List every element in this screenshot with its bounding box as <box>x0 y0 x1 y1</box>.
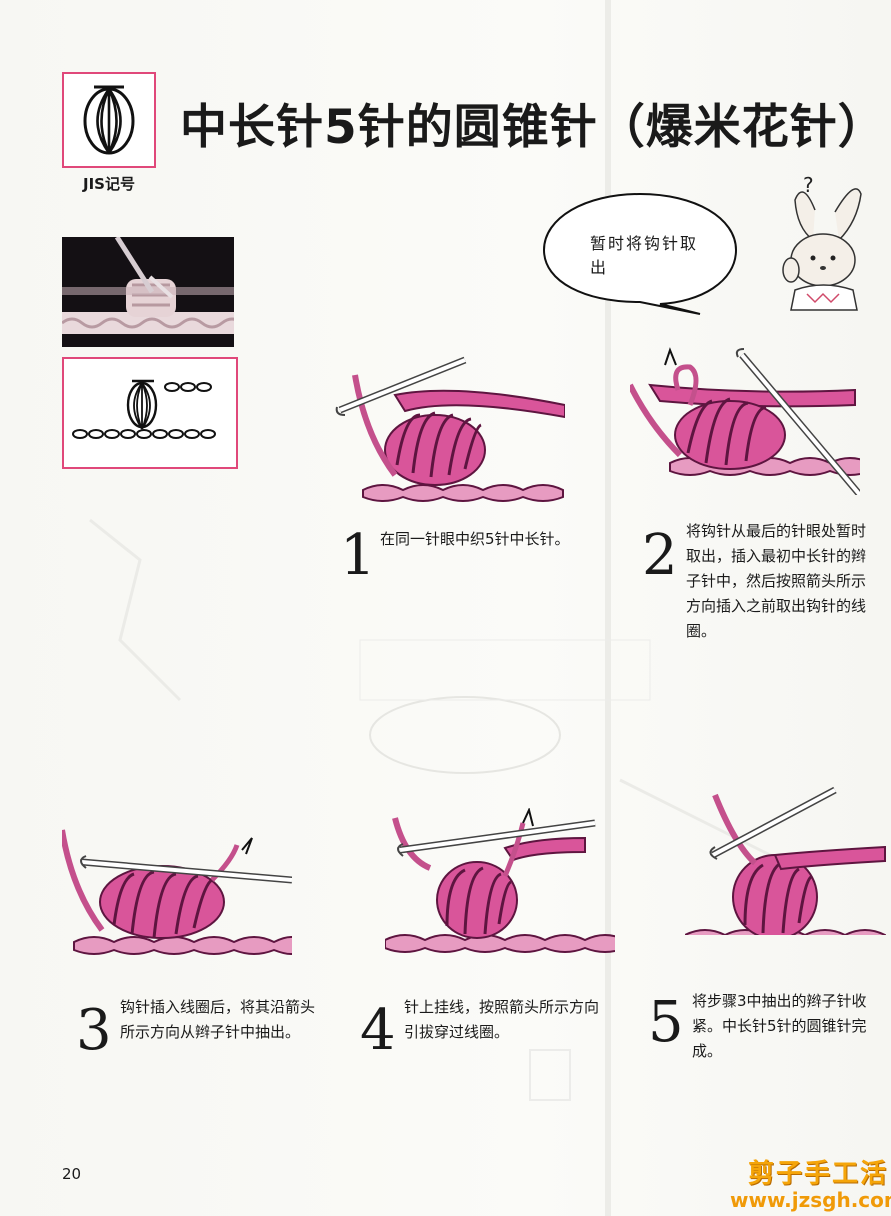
site-url[interactable]: www.jzsgh.com <box>730 1188 891 1212</box>
step4-number: 4 <box>360 998 396 1063</box>
step4-text: 针上挂线，按照箭头所示方向引拔穿过线圈。 <box>404 998 600 1041</box>
page-fold <box>605 0 611 1216</box>
step2-illustration <box>630 347 860 495</box>
step1-text: 在同一针眼中织5针中长针。 <box>380 530 570 548</box>
stitch-photo <box>62 237 234 347</box>
step2-text: 将钩针从最后的针眼处暂时取出，插入最初中长针的辫子针中，然后按照箭头所示方向插入… <box>686 522 867 640</box>
step3-illustration <box>62 829 292 955</box>
step5-text: 将步骤3中抽出的辫子针收紧。中长针5针的圆锥针完成。 <box>692 992 867 1060</box>
jis-label: JIS记号 <box>83 175 135 193</box>
speech-bubble <box>542 192 738 315</box>
speech-bubble-text: 暂时将钩针取出 <box>590 234 699 277</box>
svg-text:?: ? <box>803 173 814 197</box>
page-number: 20 <box>62 1165 82 1183</box>
jis-symbol-box <box>62 72 156 168</box>
bunny-mascot-icon: ? <box>782 173 862 311</box>
step5-illustration <box>685 786 886 935</box>
stitch-chart-diagram <box>72 379 216 439</box>
step1-illustration <box>335 356 565 502</box>
step3-number: 3 <box>76 998 112 1063</box>
stitch-chart-box <box>62 357 238 469</box>
step1-number: 1 <box>340 523 376 588</box>
popcorn-stitch-symbol-icon <box>83 85 135 155</box>
page-title: 中长针5针的圆锥针（爆米花针） <box>180 100 886 155</box>
step3-text: 钩针插入线圈后，将其沿箭头所示方向从辫子针中抽出。 <box>120 998 316 1041</box>
step2-number: 2 <box>642 523 678 588</box>
site-logo-text: 剪子手工活 <box>748 1159 889 1189</box>
step4-illustration <box>385 808 615 953</box>
step5-number: 5 <box>648 990 684 1055</box>
